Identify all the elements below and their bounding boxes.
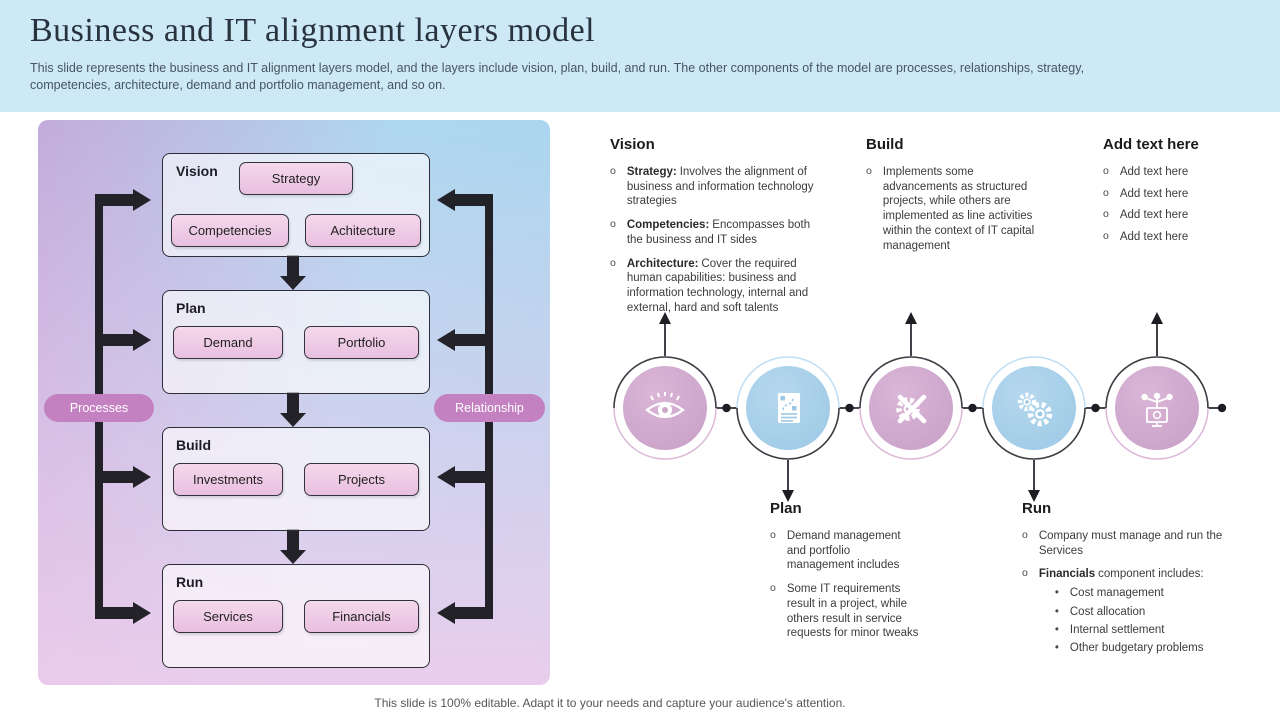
process-step-network xyxy=(1101,352,1213,464)
process-steps-row xyxy=(600,310,1260,508)
process-step-plan xyxy=(732,352,844,464)
layer-box-vision: Vision Strategy Competencies Achitecture xyxy=(162,153,430,257)
chip-services: Services xyxy=(173,600,283,633)
bullet-marker: • xyxy=(1054,623,1059,636)
sub-bullet-item: •Internal settlement xyxy=(1054,623,1165,636)
bullet-marker: o xyxy=(1022,529,1028,541)
sub-bullet-item: •Cost allocation xyxy=(1054,605,1146,618)
alignment-diagram-panel: Vision Strategy Competencies Achitecture… xyxy=(38,120,550,685)
section-heading: Plan xyxy=(770,500,802,517)
section-heading: Add text here xyxy=(1103,136,1199,153)
layer-label: Plan xyxy=(176,300,206,316)
footer-note: This slide is 100% editable. Adapt it to… xyxy=(374,696,846,710)
chip-portfolio: Portfolio xyxy=(304,326,419,359)
bullet-marker: o xyxy=(1022,567,1028,580)
process-step-run xyxy=(978,352,1090,464)
sub-bullet-item: •Cost management xyxy=(1054,587,1164,600)
build-tools-icon xyxy=(896,394,927,424)
bullet-marker: o xyxy=(610,218,616,231)
process-step-vision xyxy=(609,352,721,464)
bullet-marker: o xyxy=(1103,165,1109,177)
bullet-marker: • xyxy=(1054,605,1059,618)
section-heading: Vision xyxy=(610,136,655,153)
run-gears-icon xyxy=(1017,392,1053,427)
header-band xyxy=(0,0,1280,112)
chip-investments: Investments xyxy=(173,463,283,496)
page-subtitle: This slide represents the business and I… xyxy=(30,61,1085,93)
layer-box-build: Build Investments Projects xyxy=(162,427,430,531)
chip-architecture: Achitecture xyxy=(305,214,421,247)
sub-bullet-item: •Other budgetary problems xyxy=(1054,642,1204,655)
bullet-marker: o xyxy=(610,165,616,177)
relationship-pill: Relationship xyxy=(434,394,545,422)
chip-strategy: Strategy xyxy=(239,162,353,195)
layer-label: Build xyxy=(176,437,211,453)
bullet-marker: o xyxy=(770,582,776,595)
bullet-marker: • xyxy=(1054,642,1059,655)
layer-label: Run xyxy=(176,574,204,590)
processes-pill: Processes xyxy=(44,394,154,422)
bullet-marker: o xyxy=(770,529,776,541)
eye-icon xyxy=(645,392,685,419)
page-title: Business and IT alignment layers model xyxy=(30,12,596,49)
bullet-marker: o xyxy=(610,256,616,269)
bullet-marker: o xyxy=(1103,230,1109,243)
chip-competencies: Competencies xyxy=(171,214,289,247)
plan-document-icon xyxy=(778,393,800,423)
layer-box-plan: Plan Demand Portfolio xyxy=(162,290,430,394)
section-heading: Build xyxy=(866,136,904,153)
bullet-marker: • xyxy=(1054,587,1059,600)
process-step-build xyxy=(855,352,967,464)
network-monitor-icon xyxy=(1141,392,1173,427)
layer-box-run: Run Services Financials xyxy=(162,564,430,668)
bullet-marker: o xyxy=(1103,208,1109,221)
process-connectors xyxy=(659,312,1227,502)
chip-demand: Demand xyxy=(173,326,283,359)
layer-label: Vision xyxy=(176,163,218,179)
chip-financials: Financials xyxy=(304,600,419,633)
bullet-marker: o xyxy=(1103,186,1109,199)
bullet-marker: o xyxy=(866,165,872,177)
chip-projects: Projects xyxy=(304,463,419,496)
section-heading: Run xyxy=(1022,500,1052,517)
